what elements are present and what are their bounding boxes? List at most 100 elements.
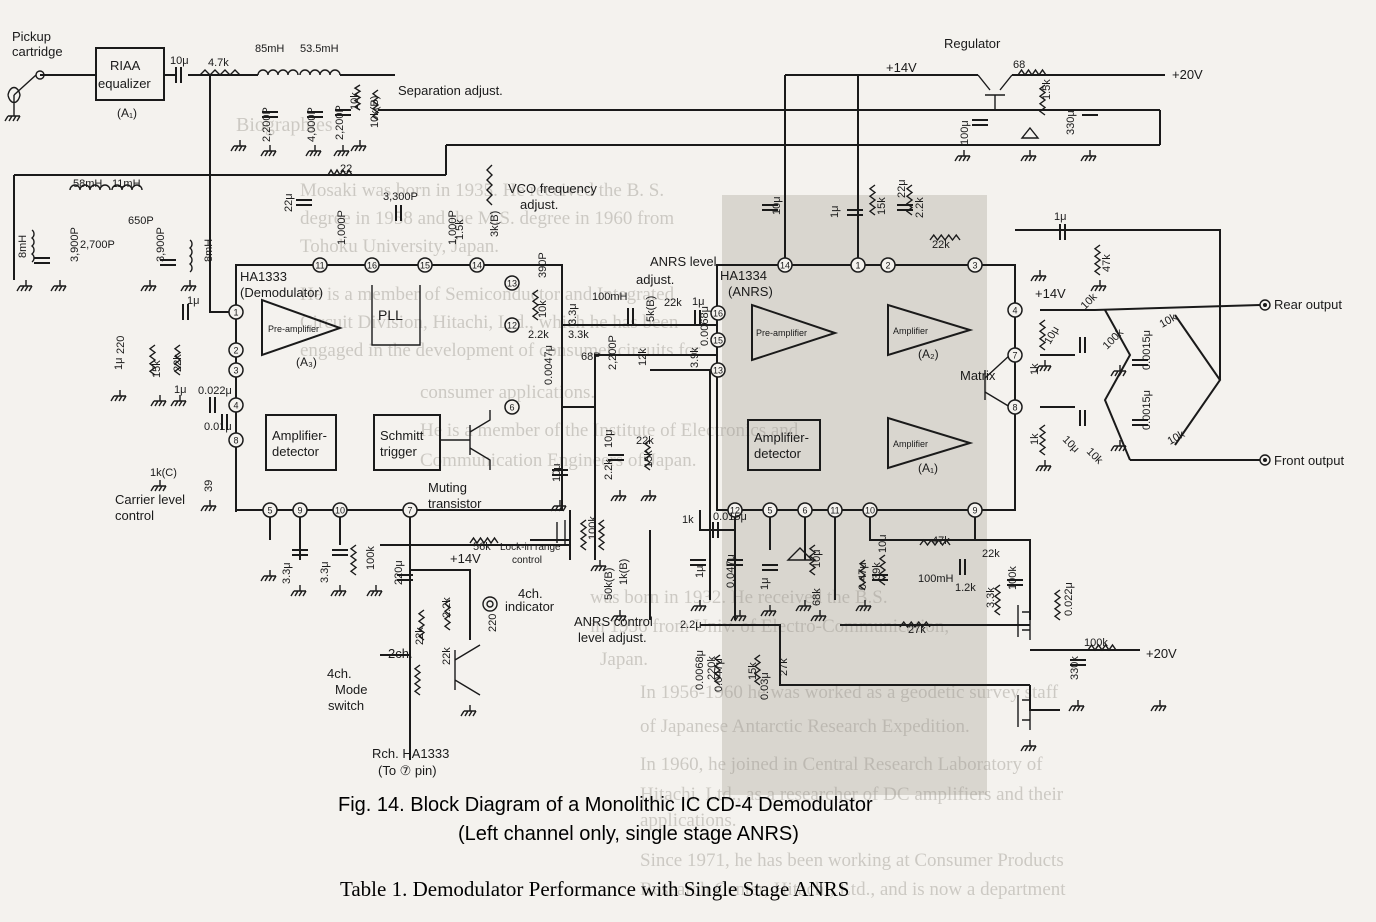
cartridge-label: cartridge — [12, 44, 63, 59]
carrier-level-label-2: control — [115, 508, 154, 523]
ic-pin-number: 8 — [233, 436, 238, 446]
ground-symbol — [1035, 460, 1052, 472]
component-value: 1,000P — [447, 210, 459, 245]
mode-label-1: 4ch. — [327, 666, 352, 681]
capacitor-symbol — [897, 204, 913, 211]
component-value: 3.3k — [568, 329, 589, 341]
component-value: 100k — [365, 546, 377, 570]
component-value: 1k(C) — [150, 467, 177, 479]
component-value: 3,900P — [69, 227, 81, 262]
ic-pin-number: 5 — [767, 506, 772, 516]
component-value: 0.0068μ — [694, 650, 706, 690]
resistor-symbol — [1093, 244, 1102, 276]
mode-label-3: switch — [328, 698, 364, 713]
component-value: 2.2k — [528, 329, 549, 341]
ic-pin-number: 13 — [507, 279, 517, 289]
ic-pin-number: 11 — [830, 506, 839, 516]
ic-pin-number: 12 — [730, 506, 740, 516]
ground-symbol — [50, 280, 67, 292]
ic-pin — [862, 502, 878, 518]
inductor-symbol — [69, 184, 111, 191]
vco-label-2: adjust. — [520, 197, 558, 212]
component-value: 68P — [581, 351, 601, 363]
capacitor-symbol — [292, 549, 308, 556]
component-value: 22k — [982, 548, 1000, 560]
ic-pin — [364, 257, 380, 273]
component-value: 1μ — [1054, 211, 1066, 223]
ground-symbol — [180, 280, 197, 292]
capacitor-symbol — [209, 397, 216, 413]
pickup-label: Pickup — [12, 29, 51, 44]
ic-pin — [1007, 302, 1023, 318]
riaa-label-2: equalizer — [98, 76, 151, 91]
ground-symbol — [170, 395, 187, 407]
component-value: 100k — [1101, 326, 1127, 352]
ic-pin — [292, 502, 308, 518]
plus14v-bottom: +14V — [450, 551, 481, 566]
indicator-label-2: indicator — [505, 599, 555, 614]
plus14v-right: +14V — [1035, 286, 1066, 301]
svg-text:Circuit Division, Hitachi, Ltd: Circuit Division, Hitachi, Ltd., which h… — [300, 312, 679, 333]
resistor-symbol — [173, 344, 182, 376]
ic-pin — [1007, 347, 1023, 363]
ic-pin — [727, 502, 743, 518]
ic-pin — [417, 257, 433, 273]
ha1333-name: HA1333 — [240, 269, 287, 284]
figure-caption-line2: (Left channel only, single stage ANRS) — [458, 823, 799, 845]
component-value: 22μ — [896, 179, 908, 198]
capacitor-symbol — [332, 549, 348, 556]
component-value: 10μ — [877, 534, 889, 553]
svg-text:of Japanese Antarctic Research: of Japanese Antarctic Research Expeditio… — [640, 716, 970, 737]
svg-text:He is a member of the Institut: He is a member of the Institute of Elect… — [420, 420, 799, 441]
ground-symbol — [140, 280, 157, 292]
component-value: 3.3μ — [567, 303, 579, 325]
resistor-symbol — [597, 519, 606, 551]
ic-pin-number: 11 — [315, 261, 324, 271]
svg-text:Mosaki was born in 1935. He re: Mosaki was born in 1935. He received the… — [300, 180, 664, 201]
plus20v-bottom: +20V — [1146, 646, 1177, 661]
svg-text:degree in 1958 and the M.S. de: degree in 1958 and the M.S. degree in 19… — [300, 208, 674, 229]
component-value: 3.3μ — [319, 561, 331, 583]
fet-symbol — [1017, 600, 1031, 640]
amp-det-left-l1: Amplifier- — [272, 428, 327, 443]
ha1333-function: (Demodulator) — [240, 285, 323, 300]
component-value: 1μ — [187, 295, 199, 307]
ic-pin — [710, 332, 726, 348]
riaa-equalizer: RIAA equalizer (A₁) — [95, 47, 165, 120]
capacitor-symbol — [872, 574, 888, 581]
resistor-symbol — [713, 654, 722, 686]
ground-symbol — [333, 145, 350, 157]
component-value: 10k — [1158, 311, 1180, 331]
ic-pin-number: 2 — [885, 261, 890, 271]
component-value: 2,200P — [607, 335, 619, 370]
pll-block: PLL — [378, 307, 403, 323]
component-value: 1k — [1029, 433, 1041, 445]
capacitor-symbol — [395, 205, 402, 221]
ic-pin — [850, 257, 866, 273]
ground-symbol — [150, 395, 167, 407]
capacitor-symbol — [335, 109, 351, 116]
ic-pin-number: 6 — [509, 403, 514, 413]
resistor-symbol — [643, 439, 652, 471]
ic-pin-number: 5 — [267, 506, 272, 516]
capacitor-symbol — [296, 199, 312, 206]
component-value: 10μ — [551, 463, 563, 482]
ground-symbol — [150, 480, 167, 492]
capacitor-symbol — [221, 414, 228, 430]
transistor-symbol — [454, 644, 481, 696]
ground-symbol — [260, 570, 277, 582]
resistor-symbol — [929, 233, 961, 242]
ground-symbol — [1090, 280, 1107, 292]
resistor-symbol — [486, 164, 493, 206]
anrs-level-label-1: ANRS level — [650, 254, 717, 269]
ground-symbol — [290, 585, 307, 597]
component-value: 68 — [1013, 59, 1025, 71]
resistor-symbol — [443, 599, 452, 631]
zener-symbol — [1020, 126, 1040, 139]
component-value: 11mH — [112, 178, 141, 190]
schmitt-l2: trigger — [380, 444, 418, 459]
riaa-designator: (A₁) — [117, 106, 137, 120]
component-value: 53.5mH — [300, 43, 339, 55]
svg-text:Communication Engineers of Jap: Communication Engineers of Japan. — [420, 450, 697, 471]
component-value: 1μ — [174, 384, 186, 396]
